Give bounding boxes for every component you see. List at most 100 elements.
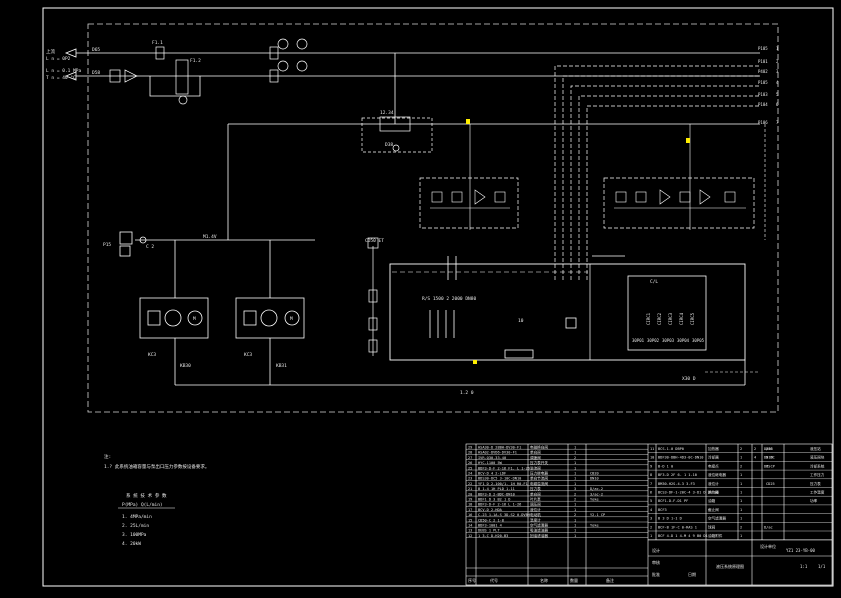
tag-filter-top: 12.34 <box>380 110 394 116</box>
bom-cell: CD50-C 2 1-8 <box>478 518 504 522</box>
system-boundary <box>87 23 779 413</box>
bom-cell: 11 <box>650 447 654 451</box>
bom-cell: Yoke <box>590 524 599 528</box>
inlet-label-top: D65 <box>92 47 100 53</box>
bom-cell: 1 <box>574 518 576 522</box>
drawing-number: YZ1 23-YB-00 <box>786 548 815 553</box>
bom-cell: BDF3-D 2-BDC-DN10 <box>478 492 515 496</box>
bom-cell: 14 <box>468 524 472 528</box>
bom-side-cell: 冷却系统 <box>810 463 825 468</box>
bom-cell: 换热器 <box>708 490 719 495</box>
drawing-scale: 1:1 <box>800 564 808 569</box>
bom-cell: 电磁换向阀 <box>530 445 548 450</box>
bom-cell: 20 <box>468 492 472 496</box>
bom-side-cell: 2 <box>754 447 756 451</box>
bom-cell: 1 <box>574 534 576 538</box>
title-header-code: 代号 <box>490 577 498 583</box>
bom-cell: 1 <box>574 461 576 465</box>
port-label: 5 <box>776 92 779 97</box>
bom-cell: 1 <box>740 473 742 477</box>
bom-cell: 18 <box>468 503 472 507</box>
tag-ctrl-title: C/L <box>650 279 658 285</box>
bom-side-cell: PS <box>766 464 770 468</box>
control-terminal-label: 30P02 <box>647 338 660 343</box>
checker-label: 审核 <box>652 559 660 565</box>
inlet-note-top: 上流 <box>46 48 55 55</box>
bom-cell: 电磁溢流阀 <box>530 481 548 486</box>
pressure-line <box>76 52 760 240</box>
control-terminal-label: 30P03 <box>662 338 675 343</box>
control-panel <box>627 275 707 351</box>
port-label: P103 <box>758 92 768 97</box>
port-label: 4 <box>776 80 779 85</box>
param-line: 1. 4MPa/min <box>122 514 152 520</box>
bom-cell: C-23 1-1A-S 3D-S2 0-DVBH <box>478 513 530 517</box>
title-header-no: 序号 <box>468 577 476 583</box>
bom-cell: 29 <box>468 446 472 450</box>
bom-cell: BDF3-1001 4 <box>478 524 502 528</box>
bom-cell: 7 <box>650 482 652 486</box>
bom-cell: BCV-D 2-HDA <box>478 508 503 512</box>
params-title: 系 统 技 术 参 数 <box>126 492 167 499</box>
bom-cell: 1 <box>740 517 742 521</box>
port-label: P402 <box>758 69 768 74</box>
bom-cell: 1 <box>574 472 576 476</box>
tag-pump-temp: P15 <box>103 242 111 248</box>
bom-cell: 25 <box>468 466 472 470</box>
bom-cell: 空气滤清器 <box>708 516 726 521</box>
control-line-label: CIRC2 <box>657 312 662 325</box>
cooler-module-left <box>419 177 519 229</box>
bom-cell: 调速阀 <box>530 455 541 460</box>
bom-cell: 冷却器 <box>708 455 719 460</box>
bom-cell: 回油滤油器 <box>530 533 548 538</box>
bom-cell: 1 <box>740 499 742 503</box>
port-label: 7 <box>776 120 779 125</box>
bom-cell: 2 <box>574 456 576 460</box>
bom-cell: 1 <box>574 482 576 486</box>
bom-cell: 2 <box>574 492 576 496</box>
bom-side-cell: 液压阀块 <box>810 455 825 460</box>
bom-cell: B 1-4 1H PLD 1.11 <box>478 487 515 491</box>
tag-f1: F1.1 <box>152 40 163 46</box>
bom-side-cell: 工作温度 <box>810 490 825 495</box>
bom-cell: 液位继电器 <box>708 472 726 477</box>
bom-side-cell: 液压站 <box>810 446 821 451</box>
port-label: P104 <box>758 102 768 107</box>
tag-drain2: KC3 <box>244 352 252 358</box>
bom-side-cell: 工作压力 <box>810 472 825 477</box>
bom-cell: 1 <box>740 534 742 538</box>
bom-cell: 1 <box>740 456 742 460</box>
bom-cell: 球阀 <box>708 524 716 529</box>
bom-cell: DN10 <box>590 477 599 481</box>
bom-cell: 3/ac-2 <box>590 492 603 496</box>
tag-valve-block: D38 <box>385 142 393 148</box>
bom-cell: B-D 1 0 <box>658 464 673 468</box>
bom-cell: BCF1-D-F-D1 PF <box>658 499 688 503</box>
tag-left-c2: C 2 <box>146 244 154 250</box>
port-label: 6 <box>776 102 779 107</box>
highlight-marks <box>466 119 690 364</box>
pump-units <box>119 231 746 386</box>
bom-cell: 调压阀 <box>530 502 541 507</box>
sheet-border <box>42 7 834 587</box>
control-line-label: CIRC1 <box>646 312 651 325</box>
right-ticks <box>705 124 766 373</box>
title-header-name: 名称 <box>540 577 548 583</box>
bom-side-cell: 功率 <box>810 498 818 503</box>
bom-cell: 1 <box>574 451 576 455</box>
approver-label: 批准 <box>652 571 660 577</box>
bom-cell: 温度计 <box>530 517 541 522</box>
port-label: 2 <box>776 59 779 64</box>
bom-side-cell: D00 <box>766 447 773 451</box>
bom-cell: 13 <box>468 529 472 533</box>
bom-cell: 1 3-C D-H20-B3 <box>478 534 508 538</box>
bom-cell: HSA02-DVD6-DV30-F1 <box>478 451 517 455</box>
bom-cell: 23 <box>468 477 472 481</box>
bom-cell: 压力表 <box>530 486 541 491</box>
bom-cell: BDF3-D-F 2-16 L 1-26 <box>478 503 521 507</box>
bom-cell: D/3S <box>764 447 773 451</box>
bom-cell: 2 <box>740 447 742 451</box>
bom-cell: 9 <box>650 464 652 468</box>
tag-pump-out1: KB30 <box>180 363 191 369</box>
bom-cell: 1 <box>574 503 576 507</box>
